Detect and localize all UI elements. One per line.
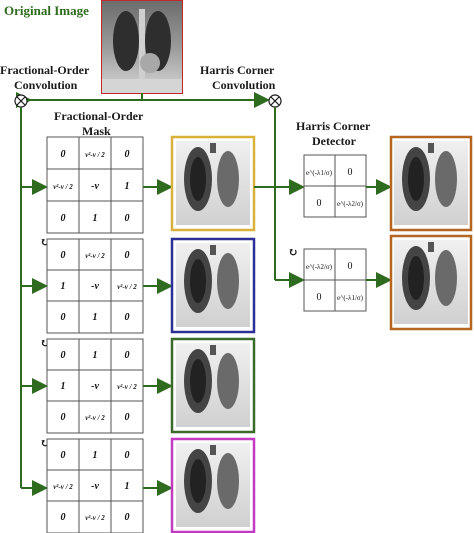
output-image-1-frame (170, 135, 256, 232)
mask-1-cell-2-1: 1 (93, 213, 98, 224)
harris-output-1-frame (389, 135, 473, 232)
mask-2-cell-0-1: v²-v / 2 (85, 252, 105, 260)
mask-3-cell-2-2: 0 (125, 412, 130, 423)
harris-output-2-frame (389, 234, 473, 331)
mask-1: 0 v²-v / 2 0 v²-v / 2 -v 1 0 1 0 (46, 136, 144, 234)
mask-1-cell-1-1: -v (91, 181, 99, 192)
mask-3-cell-1-1: -v (91, 381, 99, 392)
mask-1-cell-2-0: 0 (61, 213, 66, 224)
mask-4: 0 1 0 v²-v / 2 -v 1 0 v²-v / 2 0 (46, 438, 144, 533)
mask-3-cell-1-0: 1 (61, 381, 66, 392)
output-image-2-frame (170, 237, 256, 334)
harris-1-top-right: 0 (348, 167, 353, 178)
mask-2-cell-2-1: 1 (93, 312, 98, 323)
mask-3-cell-0-2: 0 (125, 350, 130, 361)
output-image-4 (176, 443, 250, 527)
mask-2: 0 v²-v / 2 0 1 -v v²-v / 2 0 1 0 (46, 238, 144, 334)
harris-2-top-right: 0 (348, 261, 353, 272)
mask-4-cell-1-0: v²-v / 2 (53, 483, 73, 491)
mask-1-cell-1-0: v²-v / 2 (53, 183, 73, 191)
rotate-icon-2: ↻ (40, 235, 50, 249)
harris-output-2 (394, 240, 468, 324)
mask-4-cell-1-1: -v (91, 481, 99, 492)
mask-4-cell-2-2: 0 (125, 512, 130, 523)
mask-2-cell-1-2: v²-v / 2 (117, 283, 137, 291)
mask-2-cell-0-2: 0 (125, 250, 130, 261)
original-image-label: Original Image (4, 3, 89, 18)
harris-detector-label-1: Harris Corner (296, 119, 371, 133)
fractional-conv-label-2: Convolution (14, 78, 78, 92)
harris-1-bottom-right: e^(-λ2/σ) (337, 200, 364, 208)
mask-2-cell-1-0: 1 (61, 281, 66, 292)
harris-output-1 (394, 141, 468, 225)
harris-1-top-left: e^(-λ1/σ) (306, 169, 333, 177)
mask-3-cell-0-1: 1 (93, 350, 98, 361)
harris-1-bottom-left: 0 (317, 198, 322, 209)
output-image-2 (176, 243, 250, 327)
mask-2-cell-0-0: 0 (61, 250, 66, 261)
harris-2-top-left: e^(-λ2/σ) (306, 263, 333, 271)
mask-2-cell-1-1: -v (91, 281, 99, 292)
fractional-conv-label-1: Fractional-Order (0, 63, 90, 77)
harris-2-bottom-right: e^(-λ1/σ) (337, 294, 364, 302)
mask-3-cell-0-0: 0 (61, 350, 66, 361)
mask-4-cell-0-2: 0 (125, 450, 130, 461)
mask-4-cell-0-1: 1 (93, 450, 98, 461)
mask-4-cell-0-0: 0 (61, 450, 66, 461)
output-image-4-frame (170, 437, 256, 533)
mask-2-cell-2-0: 0 (61, 312, 66, 323)
harris-2-bottom-left: 0 (317, 292, 322, 303)
mask-2-cell-2-2: 0 (125, 312, 130, 323)
mask-1-cell-2-2: 0 (125, 213, 130, 224)
mask-3-cell-1-2: v²-v / 2 (117, 383, 137, 391)
harris-matrix-1: e^(-λ1/σ) 0 0 e^(-λ2/σ) (303, 154, 367, 218)
mask-label-1: Fractional-Order (54, 109, 144, 123)
harris-rotate-icon: ↻ (288, 245, 298, 259)
mask-4-cell-2-1: v²-v / 2 (85, 514, 105, 522)
output-image-3 (176, 343, 250, 427)
rotate-icon-3: ↻ (40, 336, 50, 350)
mask-4-cell-1-2: 1 (125, 481, 130, 492)
mask-3-cell-2-0: 0 (61, 412, 66, 423)
mask-3: 0 1 0 1 -v v²-v / 2 0 v²-v / 2 0 (46, 338, 144, 434)
output-image-1 (176, 141, 250, 225)
mask-label-2: Mask (82, 124, 111, 138)
mask-3-cell-2-1: v²-v / 2 (85, 414, 105, 422)
mask-1-cell-0-0: 0 (61, 149, 66, 160)
harris-detector-label-2: Detector (312, 134, 357, 148)
output-image-3-frame (170, 337, 256, 434)
mask-1-cell-0-2: 0 (125, 149, 130, 160)
mask-1-cell-0-1: v²-v / 2 (85, 151, 105, 159)
mask-1-cell-1-2: 1 (125, 181, 130, 192)
rotate-icon-4: ↻ (40, 436, 50, 450)
mask-4-cell-2-0: 0 (61, 512, 66, 523)
harris-conv-label-1: Harris Corner (200, 63, 275, 77)
harris-conv-label-2: Convolution (212, 78, 276, 92)
original-xray-image (102, 1, 182, 93)
harris-matrix-2: e^(-λ2/σ) 0 0 e^(-λ1/σ) (303, 248, 367, 312)
